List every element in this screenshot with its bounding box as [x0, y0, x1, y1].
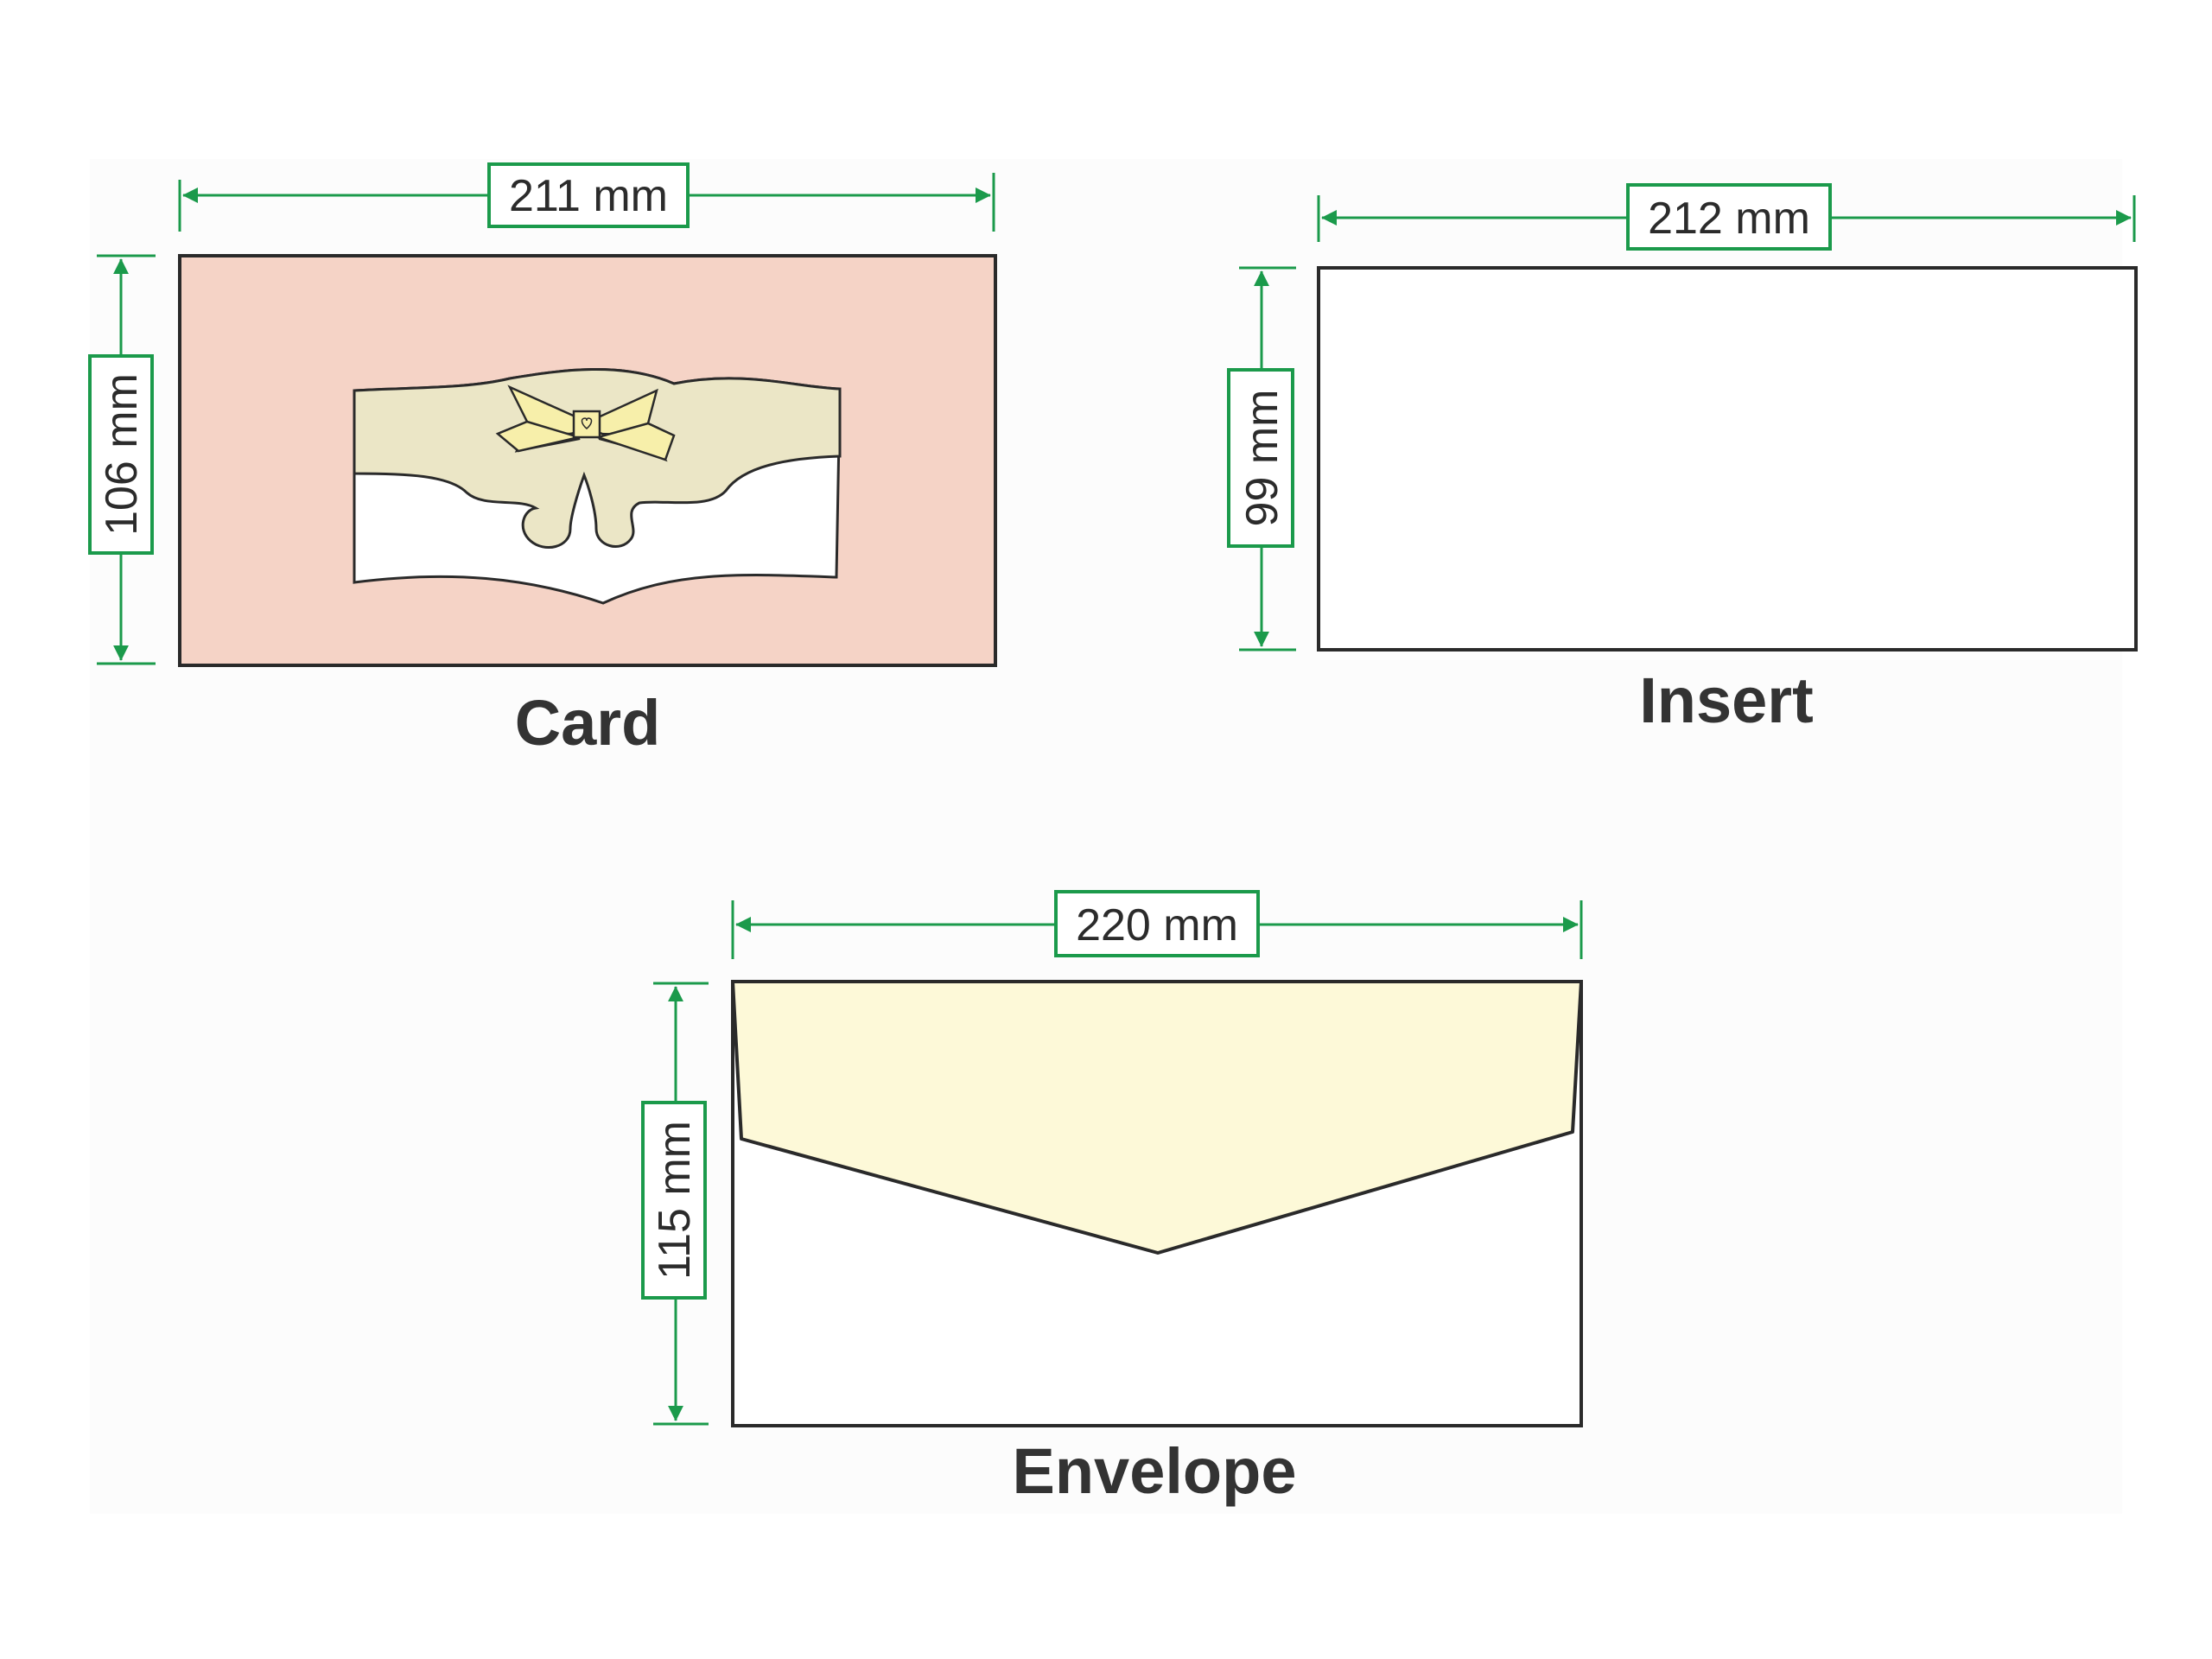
insert-height-box: [1227, 368, 1294, 548]
envelope-height-label: 115 mm: [650, 1121, 700, 1280]
card-band-top: [353, 367, 842, 549]
insert-width-label: 212 mm: [1648, 194, 1810, 244]
envelope-caption: Envelope: [1013, 1435, 1297, 1507]
envelope-height-box: [641, 1101, 707, 1300]
envelope-group: 220 mm 115 mm Envelope: [641, 890, 1583, 1507]
insert-body: [1317, 266, 2138, 652]
card-group: 211 mm 106 mm Card: [88, 162, 997, 759]
card-height-label: 106 mm: [97, 373, 147, 536]
insert-height-label: 99 mm: [1237, 390, 1287, 527]
envelope-width-box: [1054, 890, 1260, 957]
card-height-box: [88, 354, 154, 555]
insert-group: 212 mm 99 mm Insert: [1227, 183, 2138, 736]
insert-width-box: [1626, 183, 1832, 251]
envelope-flap: [731, 980, 1583, 1255]
card-width-box: [487, 162, 690, 228]
insert-caption: Insert: [1639, 664, 1814, 736]
envelope-width-label: 220 mm: [1076, 900, 1238, 950]
card-caption: Card: [515, 687, 661, 759]
card-width-label: 211 mm: [509, 171, 668, 221]
bow-icon: [495, 385, 676, 462]
